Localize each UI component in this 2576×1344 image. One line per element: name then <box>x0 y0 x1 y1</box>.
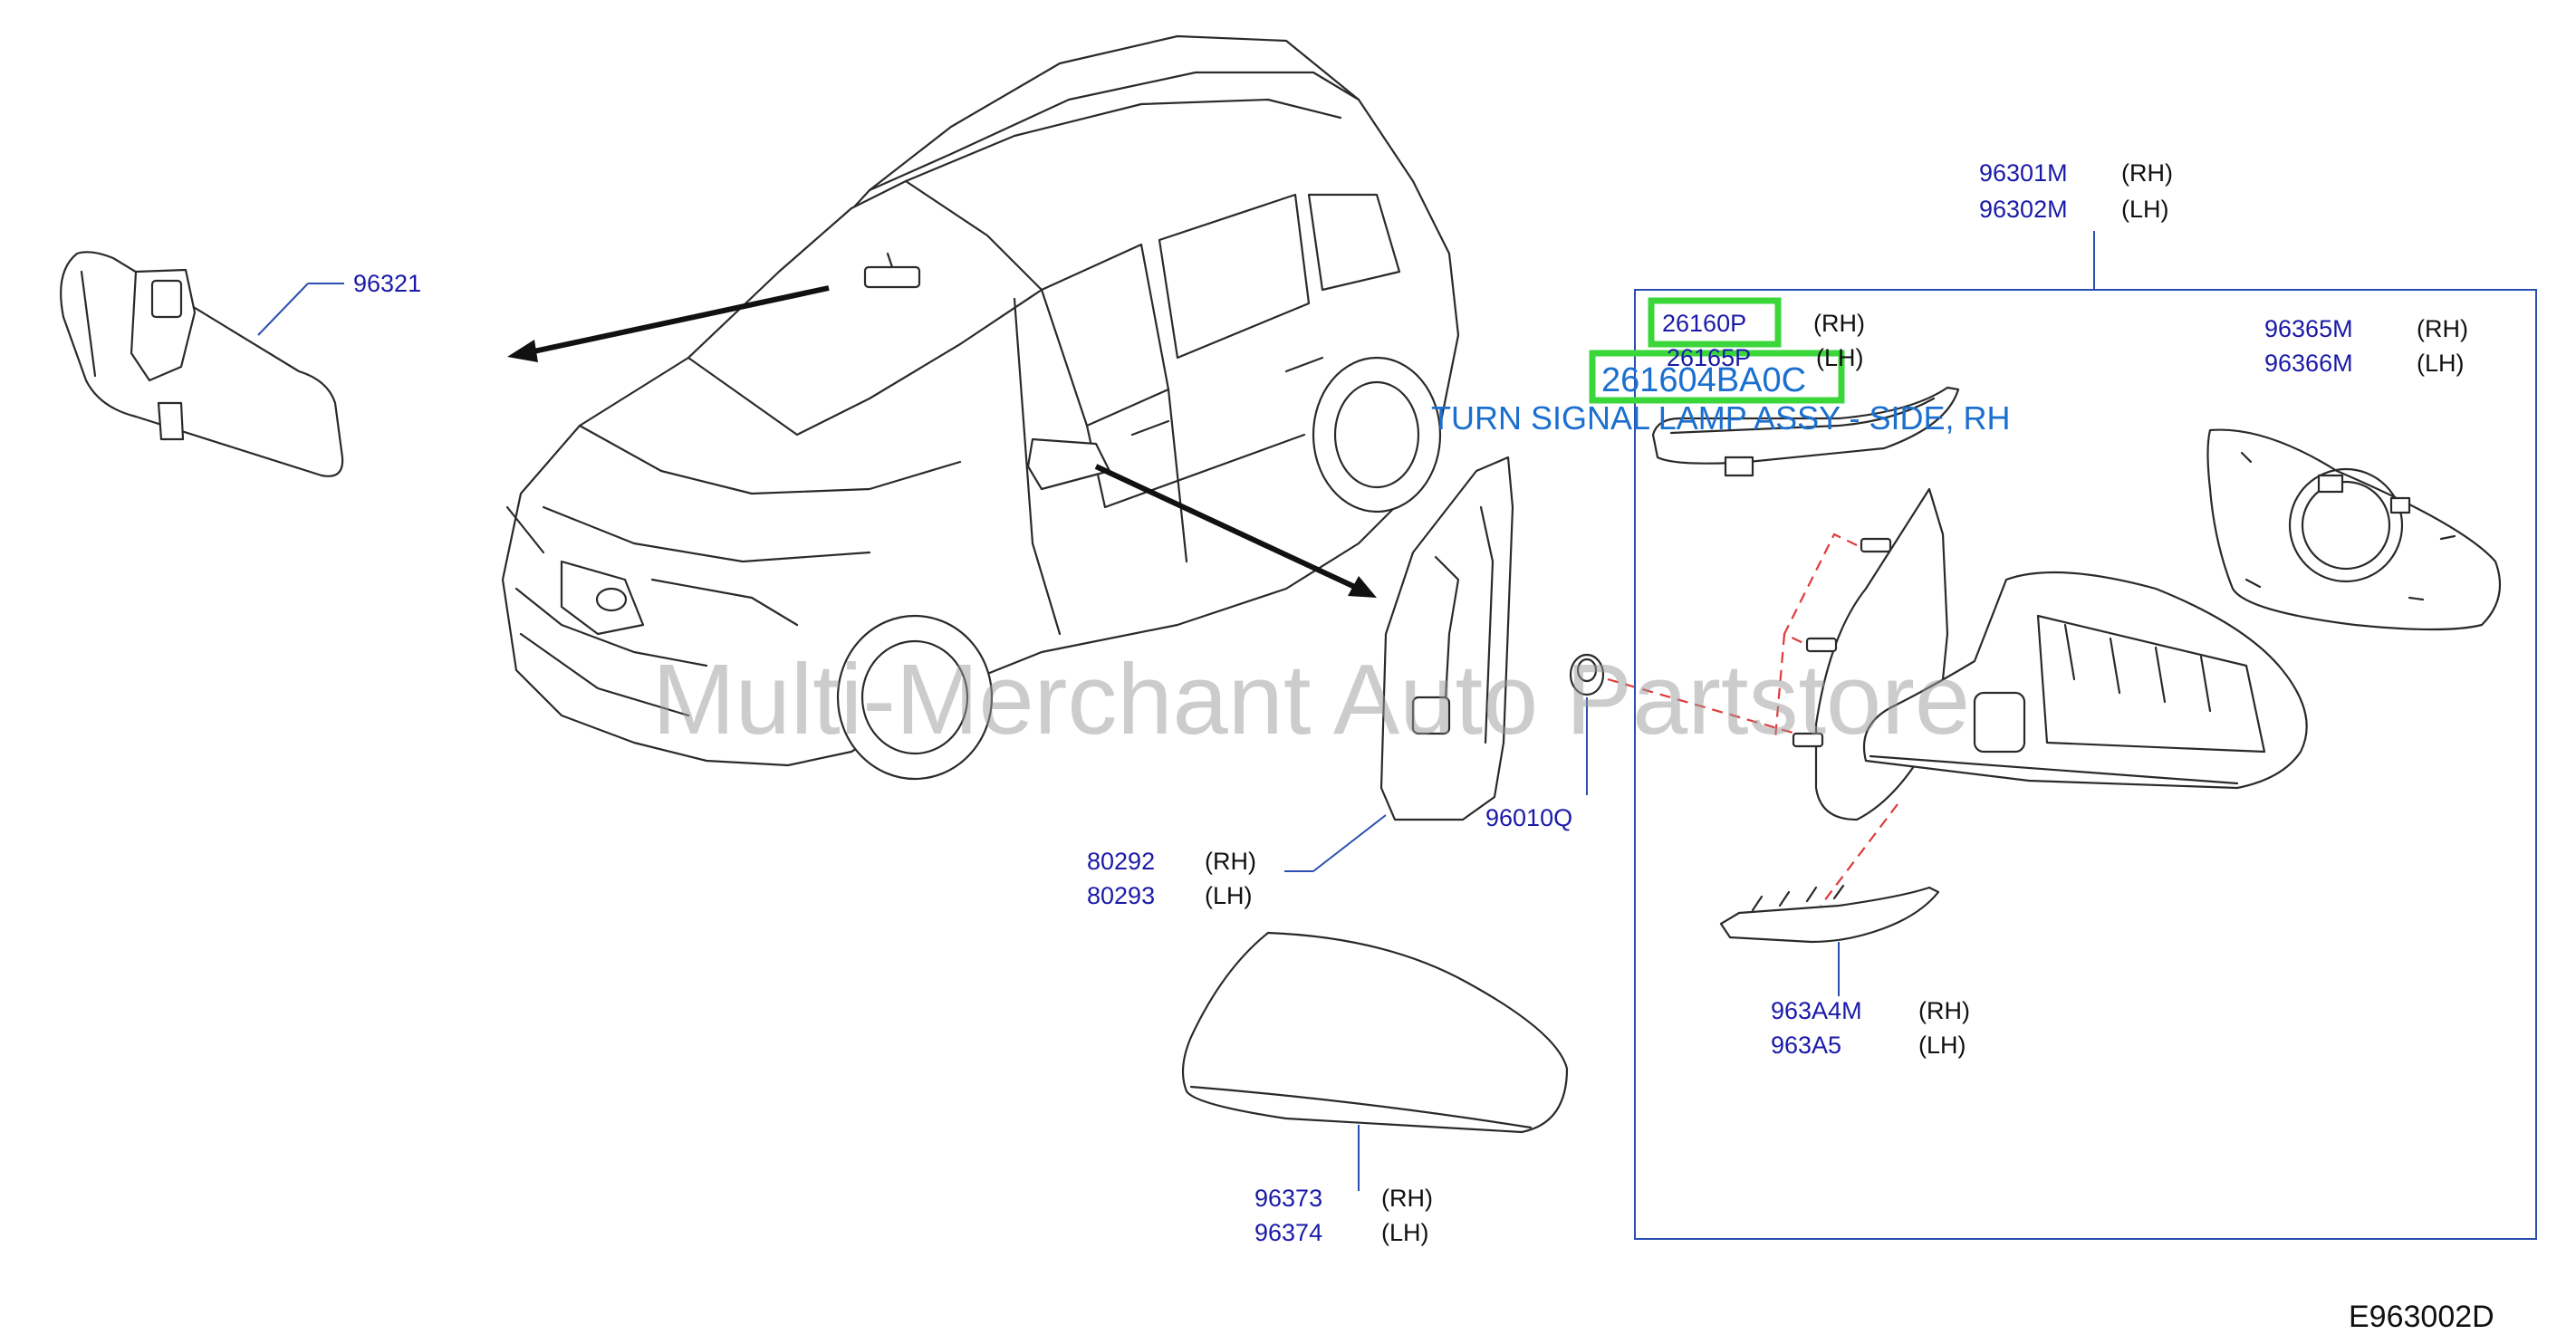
highlight-box-callout <box>1589 350 1845 404</box>
part-963a4m: 963A4M <box>1771 997 1862 1024</box>
part-96321: 96321 <box>353 270 421 297</box>
highlight-box-26160p <box>1648 297 1782 348</box>
part-26160p: 26160P <box>1662 310 1746 337</box>
side-lh-963a5: (LH) <box>1918 1032 1966 1059</box>
side-lh-96366m: (LH) <box>2417 350 2465 377</box>
mirror-housing-illustration <box>1773 487 2308 907</box>
part-26165p: 26165P <box>1667 344 1751 371</box>
mirror-cap-illustration <box>1181 931 1569 1191</box>
pointer-arrows <box>507 285 1377 598</box>
part-96010q: 96010Q <box>1485 804 1572 831</box>
callout-part-number: 261604BA0C <box>1601 361 1806 399</box>
part-96374: 96374 <box>1254 1219 1322 1246</box>
side-lh-80293: (LH) <box>1205 882 1253 909</box>
side-rh-96301m: (RH) <box>2121 159 2173 187</box>
mirror-finisher-illustration <box>1284 456 1514 872</box>
mounting-studs <box>1792 537 1892 748</box>
side-lh-26165p: (LH) <box>1816 344 1864 371</box>
part-96373: 96373 <box>1254 1185 1322 1212</box>
part-96302m: 96302M <box>1979 196 2068 223</box>
side-lh-96302m: (LH) <box>2121 196 2169 223</box>
part-96301m: 96301M <box>1979 159 2068 187</box>
part-96366m: 96366M <box>2264 350 2353 377</box>
part-96365m: 96365M <box>2264 315 2353 342</box>
side-rh-26160p: (RH) <box>1813 310 1865 337</box>
callout-description: TURN SIGNAL LAMP ASSY - SIDE, RH <box>1431 399 2011 437</box>
part-963a5: 963A5 <box>1771 1032 1841 1059</box>
side-rh-963a4m: (RH) <box>1918 997 1970 1024</box>
turn-signal-lamp-illustration <box>1651 386 1960 477</box>
watermark: Multi-Merchant Auto Partstore <box>652 644 1970 755</box>
side-rh-96373: (RH) <box>1381 1185 1433 1212</box>
side-rh-96365m: (RH) <box>2417 315 2468 342</box>
mirror-glass-illustration <box>2206 428 2502 631</box>
part-80293: 80293 <box>1087 882 1155 909</box>
inner-mirror-illustration <box>60 251 344 477</box>
part-80292: 80292 <box>1087 848 1155 875</box>
diagram-code: E963002D <box>2349 1300 2494 1334</box>
side-rh-80292: (RH) <box>1205 848 1256 875</box>
vehicle-illustration <box>501 34 1460 781</box>
side-lh-96374: (LH) <box>1381 1219 1429 1246</box>
grommet-illustration <box>1569 653 1812 795</box>
lower-cover-illustration <box>1719 884 1940 996</box>
mirror-assy-box <box>1634 231 2537 1240</box>
